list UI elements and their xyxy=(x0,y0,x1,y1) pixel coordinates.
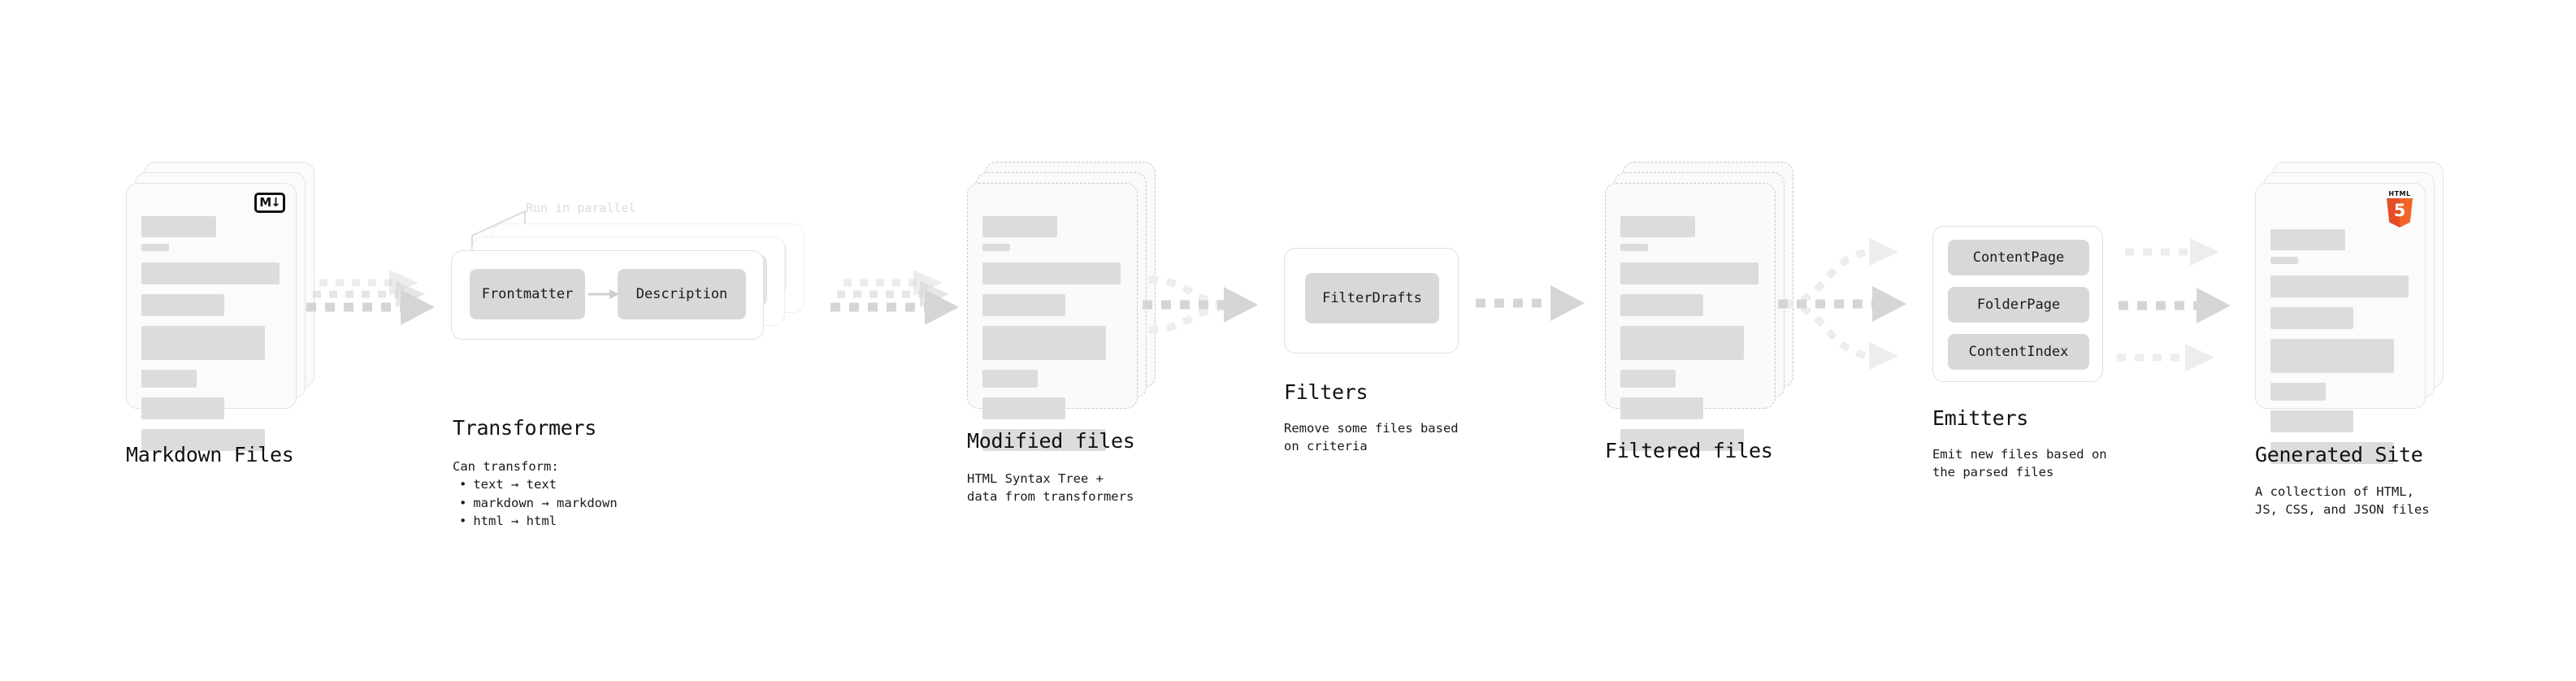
transformers-caption-item-2: html → html xyxy=(453,512,618,530)
doc-bar-2 xyxy=(1620,262,1759,284)
html5-badge-digit: 5 xyxy=(2393,201,2406,220)
doc-bar-1 xyxy=(982,244,1010,251)
page-title-transformers: Transformers xyxy=(453,416,597,440)
doc-bar-3 xyxy=(982,294,1065,316)
site-caption-line-1: JS, CSS, and JSON files xyxy=(2255,502,2430,518)
doc-bar-2 xyxy=(982,262,1121,284)
doc-bar-6 xyxy=(1620,397,1703,419)
doc-bar-1 xyxy=(1620,244,1648,251)
transformer-chip-description[interactable]: Description xyxy=(618,269,746,319)
filters-panel[interactable]: FilterDrafts xyxy=(1284,248,1459,354)
doc-bar-4 xyxy=(982,326,1106,360)
doc-bars xyxy=(1620,216,1762,451)
doc-bar-4 xyxy=(2270,339,2394,373)
doc-bar-5 xyxy=(1620,370,1676,388)
doc-bar-6 xyxy=(141,397,224,419)
transformers-panel-front[interactable]: Frontmatter Description xyxy=(451,250,764,340)
page-title-filters: Filters xyxy=(1284,380,1368,404)
markdown-badge-icon: M↓ xyxy=(254,193,285,213)
filters-caption: Remove some files based on criteria xyxy=(1284,419,1459,456)
doc-bar-3 xyxy=(2270,307,2353,329)
doc-bar-7 xyxy=(1620,429,1744,451)
doc-bar-5 xyxy=(141,370,197,388)
doc-bar-1 xyxy=(141,244,169,251)
connector-modified-to-filters xyxy=(1143,275,1258,334)
html5-badge-label: HTML xyxy=(2388,190,2411,197)
parallel-note-label: Run in parallel xyxy=(526,201,636,215)
connector-emitters-to-site xyxy=(2117,238,2231,371)
inner-arrow-icon xyxy=(588,289,619,299)
doc-bar-2 xyxy=(141,262,280,284)
page-title-filtered-files: Filtered files xyxy=(1605,439,1773,462)
connector-markdown-to-transformers xyxy=(306,270,435,325)
doc-bar-4 xyxy=(141,326,265,360)
filtered-card-front xyxy=(1605,183,1776,451)
transformer-chip-frontmatter[interactable]: Frontmatter xyxy=(470,269,585,319)
modified-caption-line-0: HTML Syntax Tree + xyxy=(967,471,1104,486)
filters-caption-line-0: Remove some files based xyxy=(1284,421,1459,436)
site-card-front-html: HTML 5 xyxy=(2255,183,2426,464)
modified-caption-line-1: data from transformers xyxy=(967,489,1134,505)
transformers-caption-item-0: text → text xyxy=(453,475,618,493)
emitter-chip-contentpage[interactable]: ContentPage xyxy=(1948,240,2089,275)
filter-chip-filterdrafts[interactable]: FilterDrafts xyxy=(1305,273,1439,323)
html5-shield-shape: 5 xyxy=(2387,198,2413,228)
emitters-caption-line-0: Emit new files based on xyxy=(1932,447,2107,462)
doc-bar-5 xyxy=(2270,383,2326,401)
generated-site-caption: A collection of HTML, JS, CSS, and JSON … xyxy=(2255,483,2430,519)
modified-files-caption: HTML Syntax Tree + data from transformer… xyxy=(967,470,1134,506)
doc-bar-0 xyxy=(1620,216,1695,237)
page-title-modified-files: Modified files xyxy=(967,429,1135,453)
doc-bars xyxy=(982,216,1124,451)
doc-bar-7 xyxy=(141,429,265,451)
doc-bar-6 xyxy=(2270,410,2353,432)
doc-bar-4 xyxy=(1620,326,1744,360)
doc-bar-3 xyxy=(141,294,224,316)
html5-badge-icon: HTML 5 xyxy=(2384,191,2415,228)
doc-bar-7 xyxy=(2270,442,2394,464)
doc-bar-6 xyxy=(982,397,1065,419)
doc-bars xyxy=(2270,229,2412,464)
stage-emitters: ContentPage FolderPage ContentIndex xyxy=(1932,226,2103,382)
emitters-panel[interactable]: ContentPage FolderPage ContentIndex xyxy=(1932,226,2103,382)
doc-bar-5 xyxy=(982,370,1038,388)
doc-bar-1 xyxy=(2270,257,2298,264)
doc-bar-0 xyxy=(2270,229,2345,250)
filters-caption-line-1: on criteria xyxy=(1284,439,1368,454)
site-caption-line-0: A collection of HTML, xyxy=(2255,484,2414,499)
transformers-caption-heading: Can transform: xyxy=(453,459,559,474)
emitters-caption: Emit new files based on the parsed files xyxy=(1932,445,2107,482)
doc-bar-2 xyxy=(2270,275,2409,297)
page-title-generated-site: Generated Site xyxy=(2255,443,2423,466)
modified-card-front xyxy=(967,183,1138,451)
transformers-caption-list: text → text markdown → markdown html → h… xyxy=(453,475,618,530)
stage-filters: FilterDrafts xyxy=(1284,248,1459,354)
connector-transformers-to-modified xyxy=(830,270,959,325)
doc-bar-7 xyxy=(982,429,1106,451)
markdown-card-front: M↓ xyxy=(126,183,297,451)
emitter-chip-folderpage[interactable]: FolderPage xyxy=(1948,287,2089,323)
transformers-caption-item-1: markdown → markdown xyxy=(453,494,617,512)
doc-bar-0 xyxy=(141,216,216,237)
connector-filters-to-filtered xyxy=(1476,285,1585,321)
connector-filtered-to-emitters xyxy=(1778,238,1906,370)
emitters-caption-line-1: the parsed files xyxy=(1932,465,2054,480)
doc-bars xyxy=(141,216,283,451)
page-title-emitters: Emitters xyxy=(1932,406,2029,430)
emitter-chip-contentindex[interactable]: ContentIndex xyxy=(1948,334,2089,370)
page-title-markdown-files: Markdown Files xyxy=(126,443,294,466)
doc-bar-3 xyxy=(1620,294,1703,316)
doc-bar-0 xyxy=(982,216,1057,237)
transformers-caption: Can transform: text → text markdown → ma… xyxy=(453,458,618,531)
